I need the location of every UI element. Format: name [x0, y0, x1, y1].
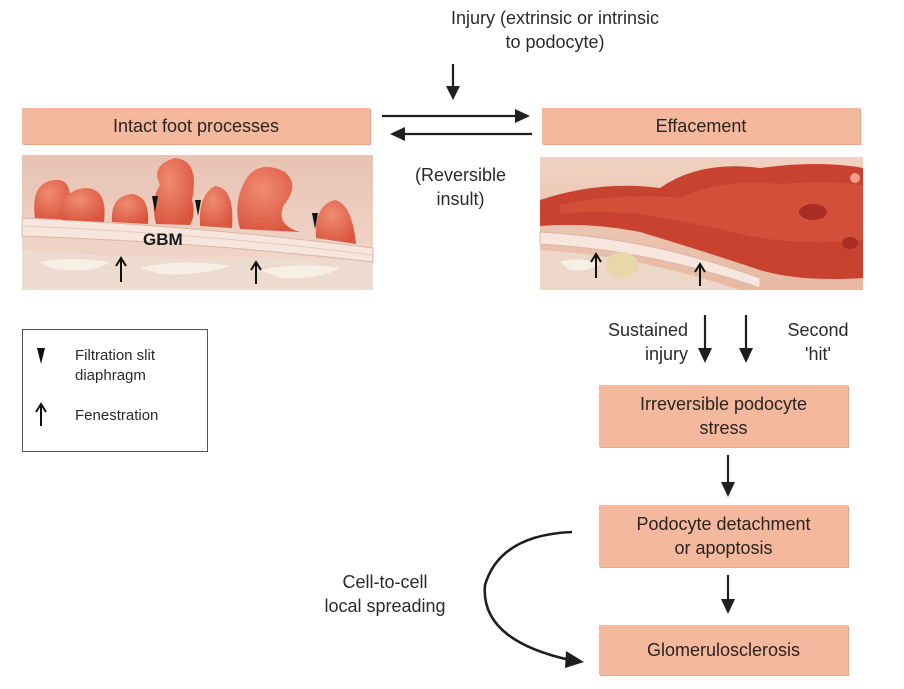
legend-box: Filtration slit diaphragm Fenestration — [22, 329, 208, 452]
intact-foot-processes-illustration — [22, 155, 373, 290]
filtration-slit-icon — [37, 348, 45, 364]
second-hit-line1: Second — [770, 318, 866, 342]
spreading-line1: Cell-to-cell — [305, 570, 465, 594]
legend-slit-label: Filtration slit diaphragm — [75, 346, 155, 386]
legend-fenestration-label: Fenestration — [75, 406, 158, 426]
legend-slit-line2: diaphragm — [75, 366, 155, 386]
glomerulosclerosis-label: Glomerulosclerosis — [647, 638, 800, 662]
gbm-label: GBM — [143, 228, 183, 252]
fenestration-icon — [36, 404, 46, 426]
irreversible-podocyte-stress-box: Irreversible podocyte stress — [599, 385, 848, 447]
glomerulosclerosis-box: Glomerulosclerosis — [599, 625, 848, 675]
second-hit-label: Second 'hit' — [770, 318, 866, 366]
detachment-line1: Podocyte detachment — [636, 512, 810, 536]
sustained-injury-label: Sustained injury — [560, 318, 688, 366]
podocyte-detachment-box: Podocyte detachment or apoptosis — [599, 505, 848, 567]
sustained-injury-line1: Sustained — [560, 318, 688, 342]
legend-icons — [23, 330, 53, 450]
effacement-illustration — [540, 157, 863, 290]
second-hit-line2: 'hit' — [770, 342, 866, 366]
sustained-injury-line2: injury — [560, 342, 688, 366]
spreading-line2: local spreading — [305, 594, 465, 618]
irreversible-line2: stress — [699, 416, 747, 440]
cell-to-cell-spreading-label: Cell-to-cell local spreading — [305, 570, 465, 618]
irreversible-line1: Irreversible podocyte — [640, 392, 807, 416]
legend-slit-line1: Filtration slit — [75, 346, 155, 366]
detachment-line2: or apoptosis — [674, 536, 772, 560]
